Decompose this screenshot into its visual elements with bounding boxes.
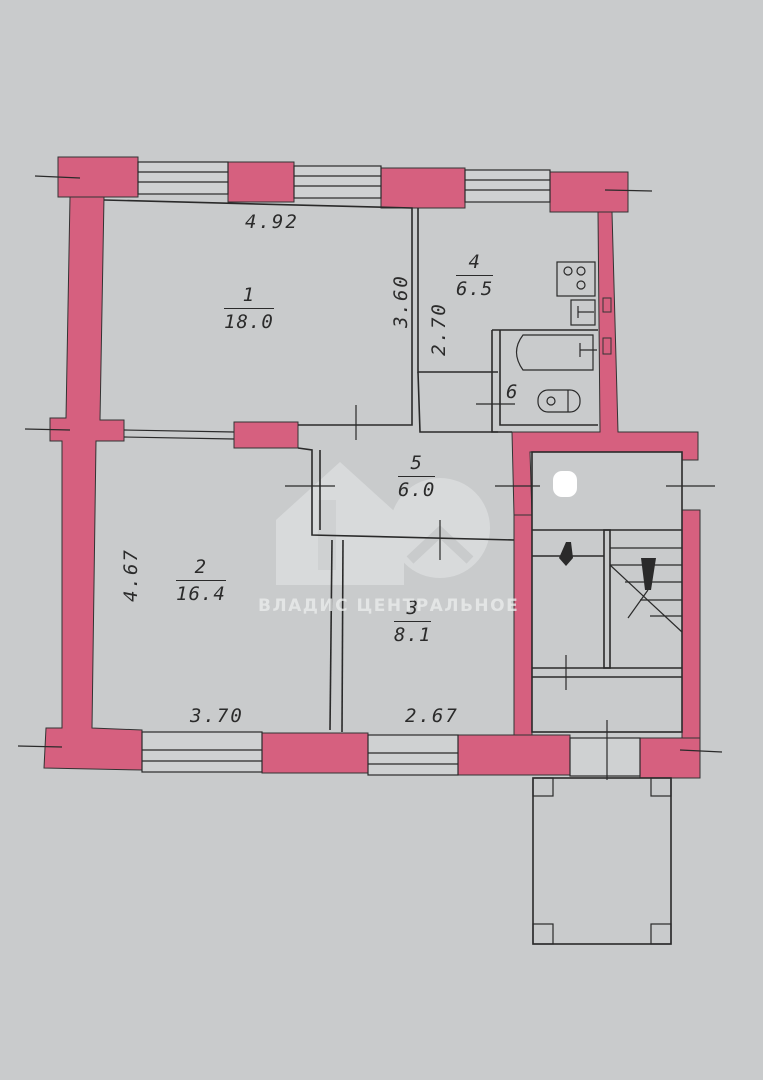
- interior-partitions: [17, 175, 723, 780]
- room-5-label: 5 6.0: [398, 452, 436, 501]
- watermark-text: ВЛАДИС ЦЕНТРАЛЬНОЕ: [258, 596, 520, 616]
- room-2-height-dimension: 4.67: [119, 548, 142, 602]
- watermark-logo-icon: [276, 462, 490, 585]
- room-4-label: 4 6.5: [456, 251, 494, 300]
- room-1-label: 1 18.0: [224, 284, 274, 333]
- room-2-label: 2 16.4: [176, 556, 226, 605]
- room-1-width-dimension: 4.92: [245, 211, 299, 233]
- exterior-walls: [43, 156, 701, 779]
- room-1-height-dimension: 3.60: [389, 274, 412, 328]
- sink-icon: [570, 297, 612, 326]
- entrance-porch: [532, 777, 672, 945]
- room-3-width-dimension: 2.67: [405, 705, 459, 727]
- room-3-label: 3 8.1: [394, 597, 432, 646]
- toilet-icon: [537, 389, 581, 413]
- stove-icon: [556, 261, 596, 297]
- redaction-dot: [553, 471, 577, 497]
- windows: [137, 161, 641, 777]
- room-6-label: 6: [506, 381, 519, 403]
- bathtub-icon: [515, 334, 612, 371]
- staircase-icon: [531, 451, 683, 733]
- room-4-height-dimension: 2.70: [427, 302, 450, 356]
- room-2-width-dimension: 3.70: [190, 705, 244, 727]
